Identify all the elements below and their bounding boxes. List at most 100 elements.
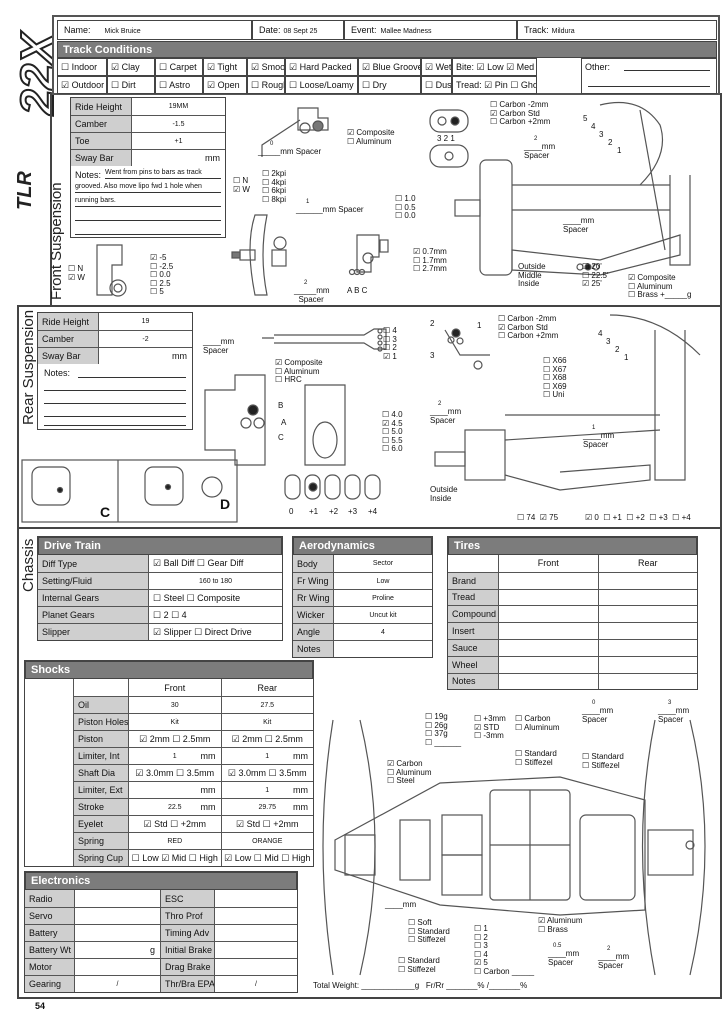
event-field[interactable]: Event:Mallee Madness [344, 20, 517, 40]
value-cell[interactable]: ☑ Low ☐ Mid ☐ High [220, 850, 314, 866]
value-cell[interactable]: 19MM [131, 98, 225, 115]
value-cell[interactable]: mm [98, 348, 192, 364]
track-condition-option[interactable]: ☑ Clay [107, 58, 155, 76]
weight-options[interactable]: ☐ 19g ☐ 26g ☐ 37g ☐ ______ [425, 712, 462, 747]
value-cell[interactable]: Kit [220, 714, 314, 730]
track-condition-option[interactable]: ☑ Blue Groove [358, 58, 421, 76]
value-cell[interactable]: 27.5 [220, 697, 314, 713]
other-field[interactable]: Other: [581, 58, 717, 94]
value-cell[interactable]: 160 to 180 [148, 573, 282, 589]
track-condition-option[interactable]: ☐ Loose/Loamy [285, 76, 358, 94]
front-tower-carbon-options[interactable]: ☐ Carbon -2mm ☑ Carbon Std ☐ Carbon +2mm [490, 100, 551, 126]
total-weight-field[interactable]: Total Weight: ____________g Fr/Rr ______… [313, 981, 528, 990]
value-cell[interactable]: +1 [131, 133, 225, 149]
event-value[interactable]: Mallee Madness [380, 28, 432, 35]
value-cell[interactable] [597, 572, 698, 589]
rear-notes-line[interactable] [44, 404, 186, 417]
track-condition-option[interactable]: ☐ Rough [247, 76, 285, 94]
value-cell[interactable]: -1.5 [131, 116, 225, 132]
value-cell[interactable] [498, 572, 598, 589]
value-cell[interactable] [214, 908, 297, 924]
track-condition-option[interactable]: ☑ Open [203, 76, 247, 94]
value-cell[interactable] [498, 673, 598, 690]
rear-notes-line[interactable] [44, 378, 186, 391]
value-text[interactable]: 22.5 [167, 803, 182, 811]
value-cell[interactable]: ORANGE [220, 833, 314, 849]
rear-hub-material-options[interactable]: ☑ Composite ☐ Aluminum ☐ HRC [275, 358, 323, 384]
value-text[interactable]: 1 [172, 752, 177, 760]
value-cell[interactable]: ☑ 3.0mm ☐ 3.5mm [220, 765, 314, 781]
value-cell[interactable]: g [74, 942, 160, 958]
rear-toe-options[interactable]: ☐ 4.0 ☑ 4.5 ☐ 5.0 ☐ 5.5 ☐ 6.0 [382, 410, 403, 453]
value-cell[interactable] [74, 925, 160, 941]
track-condition-option[interactable]: ☐ Carpet [155, 58, 203, 76]
chassis-mm-blank[interactable]: ____mm [385, 900, 417, 909]
value-cell[interactable] [597, 589, 698, 606]
value-text[interactable]: 1 [265, 786, 270, 794]
value-cell[interactable]: ☐ Steel ☐ Composite [148, 590, 282, 606]
rear-inner-spacer-value[interactable]: 1 [592, 425, 596, 431]
value-cell[interactable]: Sector [333, 555, 432, 572]
value-cell[interactable]: mm [131, 150, 225, 166]
value-cell[interactable] [74, 908, 160, 924]
value-cell[interactable]: / [214, 976, 297, 992]
value-cell[interactable]: ☑ Ball Diff ☐ Gear Diff [148, 555, 282, 572]
rear-right-spacer-value[interactable]: 3 [668, 700, 672, 706]
value-cell[interactable]: Kit [128, 714, 221, 730]
front-steer-spacer-value[interactable]: 1 [306, 199, 310, 205]
value-cell[interactable]: ☑ Slipper ☐ Direct Drive [148, 624, 282, 640]
value-cell[interactable] [597, 673, 698, 690]
mount-material-options[interactable]: ☑ Aluminum ☐ Brass [538, 916, 583, 934]
value-cell[interactable] [597, 639, 698, 656]
value-cell[interactable] [597, 656, 698, 673]
value-cell[interactable]: mm [128, 782, 221, 798]
track-condition-option[interactable]: ☑ Wet [421, 58, 452, 76]
track-condition-option[interactable]: ☑ Smooth [247, 58, 285, 76]
value-cell[interactable]: ☑ 3.0mm ☐ 3.5mm [128, 765, 221, 781]
rear-axle-hole-options[interactable]: ☐ 4 ☐ 3 ☐ 2 ☑ 1 [383, 326, 397, 361]
battery-position-options[interactable]: ☐ 1 ☐ 2 ☐ 3 ☐ 4 ☑ 5 ☐ Carbon _____ [474, 924, 535, 976]
track-condition-option[interactable]: ☐ Indoor [57, 58, 107, 76]
value-cell[interactable] [597, 606, 698, 623]
tower-material-options[interactable]: ☑ Carbon ☐ Aluminum ☐ Steel [387, 759, 432, 785]
date-field[interactable]: Date:08 Sept 25 [252, 20, 344, 40]
value-cell[interactable]: Uncut kit [333, 607, 432, 623]
front-tower-material-options[interactable]: ☑ Composite ☐ Aluminum [347, 128, 395, 146]
front-kpi-options[interactable]: ☐ 2kpi ☐ 4kpi ☐ 6kpi ☐ 8kpi [262, 169, 287, 204]
track-value[interactable]: Mildura [551, 28, 575, 35]
track-condition-option[interactable]: ☐ Astro [155, 76, 203, 94]
rear-notes-line[interactable] [44, 417, 186, 426]
value-cell[interactable] [214, 890, 297, 907]
track-condition-option[interactable]: ☑ Tight [203, 58, 247, 76]
value-cell[interactable]: ☐ 2 ☐ 4 [148, 607, 282, 623]
front-brace-options[interactable]: ☐ Standard ☐ Stiffezel [398, 956, 440, 974]
value-cell[interactable]: 19 [98, 313, 192, 330]
track-condition-option[interactable]: Tread: ☑ Pin ☐ Ghost ☐ Slicks [452, 76, 537, 94]
front-hub-spacer-value[interactable]: 2 [304, 280, 308, 286]
value-cell[interactable]: Low [333, 573, 432, 589]
value-cell[interactable] [498, 589, 598, 606]
value-cell[interactable]: RED [128, 833, 221, 849]
value-cell[interactable]: 4 [333, 624, 432, 640]
value-cell[interactable]: 30 [128, 697, 221, 713]
front-notes-line[interactable] [75, 222, 221, 235]
name-field[interactable]: Name:Mick Bruice [57, 20, 252, 40]
value-cell[interactable]: Proline [333, 590, 432, 606]
value-cell[interactable]: -2 [98, 331, 192, 347]
front-hub-nw-options[interactable]: ☐ N ☑ W [233, 176, 250, 194]
front-notes-line[interactable]: Went from pins to bars as track [105, 166, 221, 179]
rear-hub-spacer-l-value[interactable]: 0.5 [553, 943, 562, 949]
rear-arm-length-options[interactable]: ☐ 74 ☑ 75 [517, 513, 559, 522]
value-cell[interactable] [333, 641, 432, 657]
value-cell[interactable] [214, 942, 297, 958]
value-cell[interactable] [214, 959, 297, 975]
front-ackermann-options[interactable]: ☐ 1.0 ☐ 0.5 ☐ 0.0 [395, 194, 416, 220]
track-condition-option[interactable]: ☑ Outdoor [57, 76, 107, 94]
rear-notes-line[interactable] [44, 391, 186, 404]
value-cell[interactable] [498, 623, 598, 639]
value-cell[interactable]: ☐ Low ☑ Mid ☐ High [128, 850, 221, 866]
value-cell[interactable] [74, 890, 160, 907]
chassis-flex-options[interactable]: ☐ Soft ☐ Standard ☐ Stiffezel [408, 918, 450, 944]
front-notes-line[interactable]: running bars. [75, 194, 221, 207]
